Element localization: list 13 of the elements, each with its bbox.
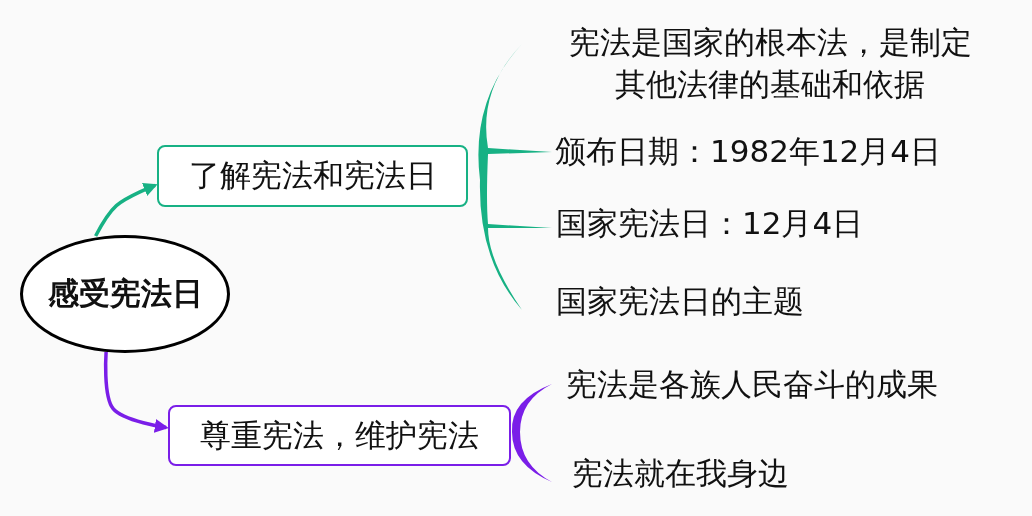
arrow [94,182,158,237]
note-text: 国家宪法日：12月4日 [556,204,865,243]
branch-box [157,145,468,207]
note-text: 宪法是各族人民奋斗的成果 [566,365,939,404]
note-text: 国家宪法日的主题 [556,282,805,321]
note-text: 宪法就在我身边 [572,454,790,493]
branch-box [168,405,511,466]
arrow [103,351,169,433]
note-text: 宪法是国家的根本法，是制定其他法律的基础和依据 [567,23,973,104]
node-text: 感受宪法日 [47,274,203,313]
note-text: 颁布日期：1982年12月4日 [555,132,943,171]
node-text: 了解宪法和宪法日 [188,156,437,195]
node-text: 尊重宪法，维护宪法 [200,415,479,455]
